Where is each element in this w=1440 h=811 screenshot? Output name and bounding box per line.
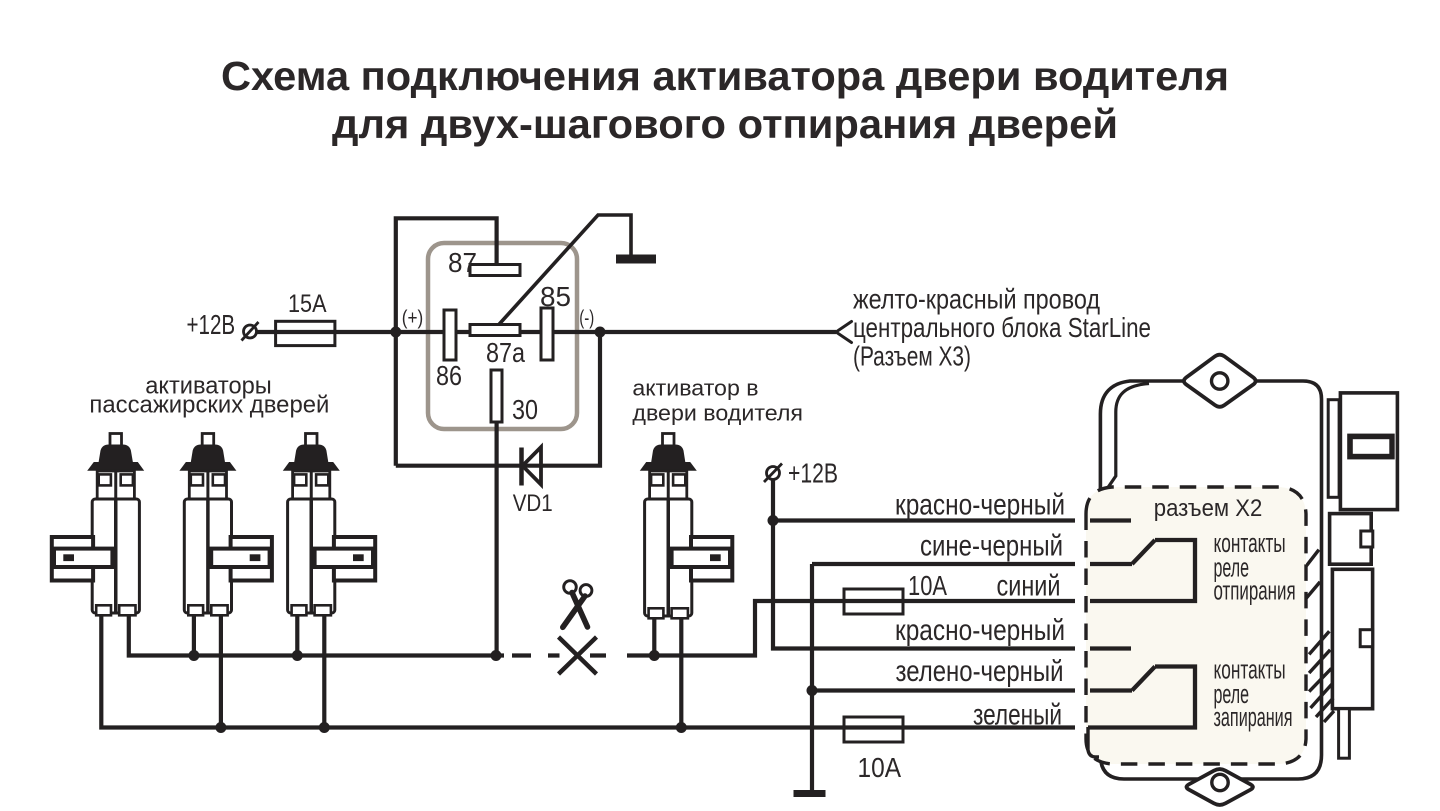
- svg-text:реле: реле: [1214, 553, 1250, 583]
- svg-text:86: 86: [436, 360, 462, 391]
- svg-text:87: 87: [448, 247, 477, 278]
- svg-text:красно-черный: красно-черный: [895, 489, 1065, 522]
- svg-text:центрального блока StarLine: центрального блока StarLine: [853, 312, 1151, 343]
- svg-text:зелено-черный: зелено-черный: [896, 655, 1064, 688]
- svg-text:запирания: запирания: [1214, 702, 1293, 732]
- svg-text:10А: 10А: [858, 752, 902, 783]
- svg-text:(Разъем X3): (Разъем X3): [853, 341, 971, 372]
- svg-text:VD1: VD1: [513, 490, 553, 517]
- svg-text:85: 85: [540, 281, 571, 312]
- svg-text:15А: 15А: [288, 290, 327, 318]
- svg-text:для двух-шагового отпирания дв: для двух-шагового отпирания дверей: [332, 101, 1118, 147]
- svg-text:(+): (+): [402, 308, 423, 330]
- svg-text:87а: 87а: [486, 337, 525, 368]
- svg-text:синий: синий: [997, 570, 1061, 603]
- svg-text:10А: 10А: [908, 570, 947, 601]
- svg-text:реле: реле: [1214, 679, 1250, 709]
- svg-text:активаторы: активаторы: [145, 373, 272, 400]
- svg-text:красно-черный: красно-черный: [895, 614, 1065, 647]
- svg-text:(-): (-): [579, 308, 594, 330]
- svg-text:контакты: контакты: [1214, 528, 1286, 558]
- svg-text:Схема подключения активатора д: Схема подключения активатора двери водит…: [221, 53, 1229, 99]
- svg-text:+12В: +12В: [187, 309, 236, 340]
- svg-text:разъем X2: разъем X2: [1154, 495, 1263, 522]
- svg-text:+12В: +12В: [788, 458, 838, 489]
- svg-text:желто-красный провод: желто-красный провод: [853, 284, 1100, 315]
- svg-text:активатор в: активатор в: [632, 376, 758, 401]
- svg-text:отпирания: отпирания: [1214, 576, 1296, 606]
- svg-text:сине-черный: сине-черный: [920, 530, 1063, 563]
- svg-text:пассажирских дверей: пассажирских дверей: [89, 391, 329, 418]
- svg-text:30: 30: [512, 394, 538, 425]
- svg-text:двери водителя: двери водителя: [632, 401, 803, 426]
- svg-text:контакты: контакты: [1214, 655, 1286, 685]
- svg-text:зеленый: зеленый: [973, 699, 1062, 732]
